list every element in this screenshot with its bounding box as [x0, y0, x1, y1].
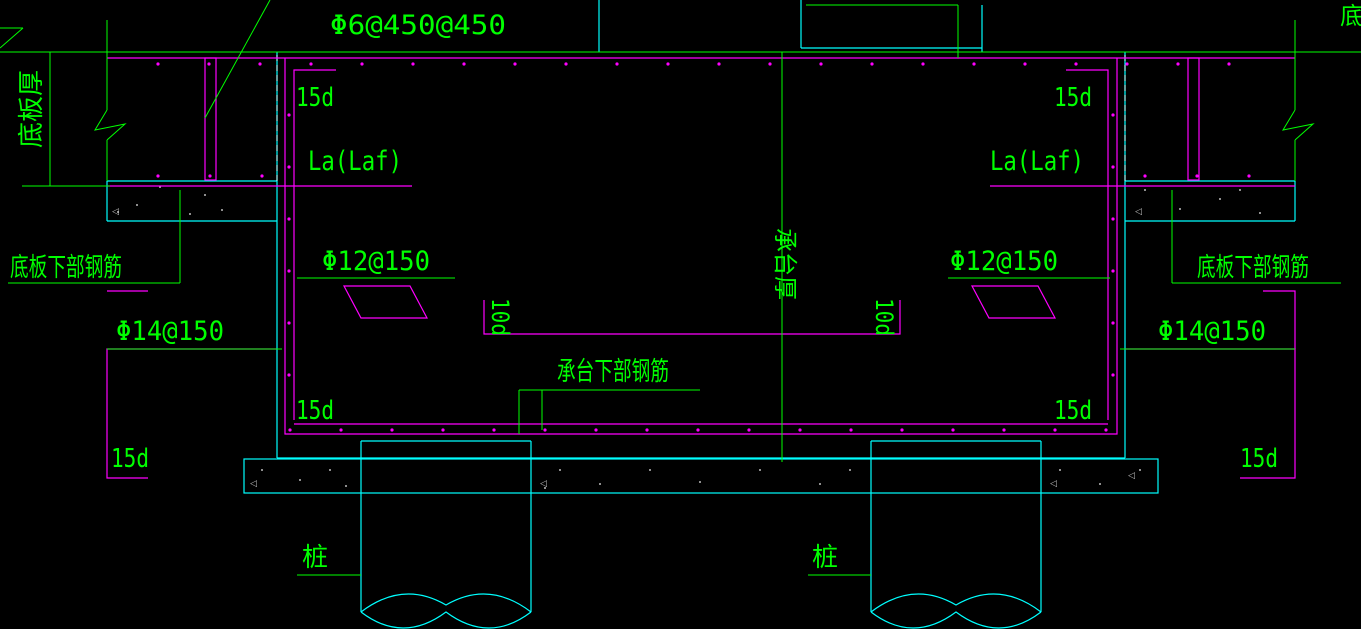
rebar-dot: [1195, 174, 1199, 178]
rebar-dot: [287, 113, 291, 117]
rebar-dot: [747, 428, 751, 432]
rebar-dot: [1053, 428, 1057, 432]
rebar-dot: [156, 174, 160, 178]
left-15d-bottom-label: 15d: [296, 396, 334, 426]
rebar-dot: [208, 174, 212, 178]
svg-text:◁: ◁: [1050, 479, 1057, 489]
rebar-dot: [768, 62, 772, 66]
rebar-dot: [798, 428, 802, 432]
rebar-dot: [287, 321, 291, 325]
rebar-dot: [288, 428, 292, 432]
rebar-dot: [207, 62, 211, 66]
rebar-dot: [1074, 62, 1078, 66]
rebar-dot: [492, 428, 496, 432]
right-15d-bottom-label: 15d: [1054, 396, 1092, 426]
rebar-dot: [819, 62, 823, 66]
rebar-dot: [513, 62, 517, 66]
rebar-dot: [1111, 217, 1115, 221]
rebar-dot: [543, 428, 547, 432]
left-phi12-label: Φ12@150: [322, 246, 430, 277]
rebar-dot: [1176, 62, 1180, 66]
rebar-dot: [900, 428, 904, 432]
svg-text:◁: ◁: [1128, 471, 1135, 481]
right-pile-label: 桩: [812, 543, 838, 573]
svg-text:◁: ◁: [540, 479, 547, 489]
rebar-dot: [1125, 62, 1129, 66]
rebar-dot: [462, 62, 466, 66]
rebar-dot: [441, 428, 445, 432]
rebar-dot: [1111, 373, 1115, 377]
rebar-dot: [717, 62, 721, 66]
rebar-dot: [1143, 174, 1147, 178]
rebar-dot: [390, 428, 394, 432]
right-15d-outer-label: 15d: [1240, 444, 1278, 474]
rebar-dot: [339, 428, 343, 432]
rebar-dot: [1111, 165, 1115, 169]
right-la-label: La(Laf): [990, 146, 1084, 177]
rebar-lines: [106, 57, 1296, 479]
left-15d-top-label: 15d: [296, 83, 334, 113]
structure-outline: [106, 0, 1296, 629]
rebar-dot: [258, 62, 262, 66]
rebar-dot: [287, 165, 291, 169]
rebar-dot: [411, 62, 415, 66]
rebar-dot: [1111, 321, 1115, 325]
left-phi14-label: Φ14@150: [116, 316, 224, 347]
rebar-dot: [645, 428, 649, 432]
right-10d-label: 10d: [870, 298, 898, 336]
rebar-dot: [870, 62, 874, 66]
rebar-dot: [1247, 174, 1251, 178]
rebar-dot: [1111, 113, 1115, 117]
svg-text:◁: ◁: [1135, 207, 1142, 217]
dimension-lines: [0, 0, 1361, 576]
rebar-dot: [287, 269, 291, 273]
left-la-label: La(Laf): [308, 146, 402, 177]
rebar-dot: [594, 428, 598, 432]
labels: Φ6@450@450 底 底板厚 15d 15d La(Laf) La(Laf)…: [10, 2, 1361, 573]
rebar-dot: [1227, 62, 1231, 66]
rebar-dot: [287, 373, 291, 377]
rebar-dots: [156, 62, 1251, 432]
right-slab-bottom-label: 底板下部钢筋: [1197, 253, 1309, 283]
top-rebar-label: Φ6@450@450: [330, 10, 506, 41]
left-pile-label: 桩: [302, 543, 328, 573]
rebar-dot: [666, 62, 670, 66]
slab-thickness-label: 底板厚: [17, 70, 47, 148]
svg-text:◁: ◁: [250, 479, 257, 489]
rebar-dot: [287, 217, 291, 221]
rebar-dot: [1023, 62, 1027, 66]
right-phi12-label: Φ12@150: [950, 246, 1058, 277]
left-15d-outer-label: 15d: [111, 444, 149, 474]
rebar-dot: [156, 62, 160, 66]
right-phi14-label: Φ14@150: [1158, 316, 1266, 347]
rebar-dot: [1111, 269, 1115, 273]
rebar-dot: [1002, 428, 1006, 432]
rebar-dot: [951, 428, 955, 432]
rebar-dot: [360, 62, 364, 66]
rebar-dot: [564, 62, 568, 66]
right-15d-top-label: 15d: [1054, 83, 1092, 113]
rebar-dot: [1104, 428, 1108, 432]
rebar-dot: [615, 62, 619, 66]
rebar-dot: [260, 174, 264, 178]
svg-text:◁: ◁: [112, 207, 119, 217]
rebar-dot: [849, 428, 853, 432]
cap-bottom-label: 承台下部钢筋: [557, 357, 669, 387]
rebar-dot: [309, 62, 313, 66]
rebar-dot: [972, 62, 976, 66]
cap-thickness-label: 承台厚: [771, 228, 799, 300]
rebar-dot: [696, 428, 700, 432]
concrete-hatch: ◁ ◁ ◁ ◁ ◁ ◁: [112, 186, 1261, 489]
corner-fragment-label: 底: [1340, 2, 1361, 30]
left-slab-bottom-label: 底板下部钢筋: [10, 253, 122, 283]
left-10d-label: 10d: [486, 298, 514, 336]
rebar-dot: [921, 62, 925, 66]
